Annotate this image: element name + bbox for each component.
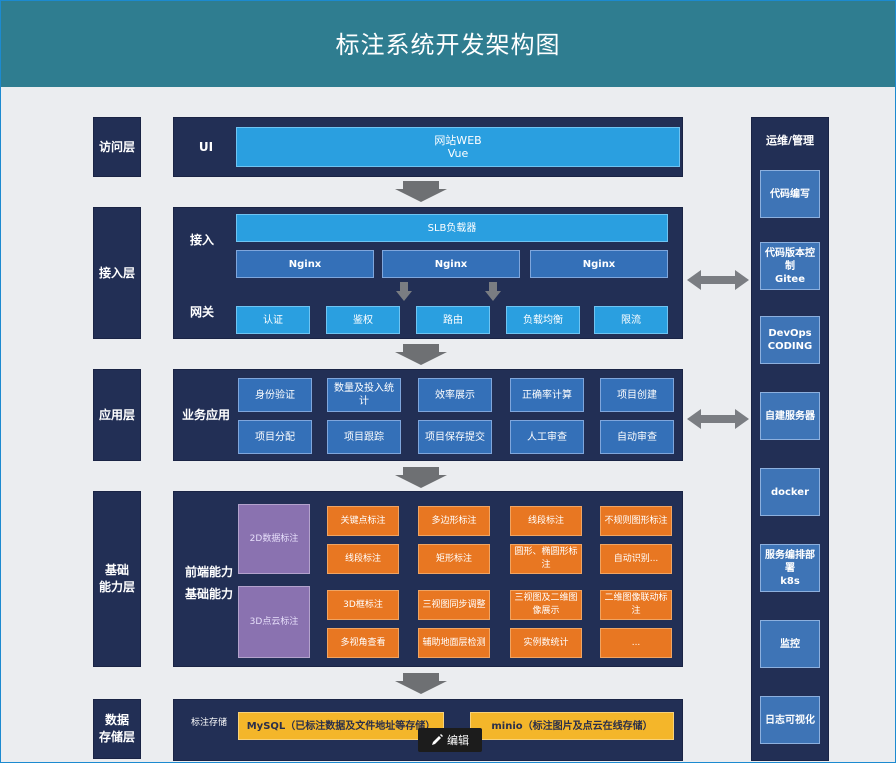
pencil-icon xyxy=(432,734,443,745)
layer-application-label: 应用层 xyxy=(98,407,135,422)
layer-storage-label: 数据 存储层 xyxy=(98,713,135,744)
base-cell: 圆形、椭圆形标注 xyxy=(510,544,582,574)
title-bar: 标注系统开发架构图 xyxy=(1,1,895,87)
base-cell: 自动识别... xyxy=(600,544,672,574)
web-site-box: 网站WEB Vue xyxy=(236,127,680,167)
double-arrow-icon xyxy=(687,270,749,290)
base-cell: 实例数统计 xyxy=(510,628,582,658)
access-label: 接入 xyxy=(189,232,214,247)
layer-base-box: 基础 能力层 xyxy=(93,491,141,667)
base-cap-label: 基础能力 xyxy=(184,586,233,601)
small-down-arrow-icon xyxy=(396,282,412,301)
gateway-label: 网关 xyxy=(189,304,214,319)
storage-panel: 标注存储 MySQL（已标注数据及文件地址等存储） minio（标注图片及点云在… xyxy=(173,699,683,761)
ops-item: 代码编写 xyxy=(760,170,820,218)
ops-item: 自建服务器 xyxy=(760,392,820,440)
base-cell: 辅助地面层检测 xyxy=(418,628,490,658)
minio-box: minio（标注图片及点云在线存储） xyxy=(470,712,674,740)
app-cell: 项目保存提交 xyxy=(418,420,492,454)
gw-auth-box: 认证 xyxy=(236,306,310,334)
base-panel: 2D数据标注 3D点云标注 前端能力 基础能力 关键点标注 多边形标注 线段标注… xyxy=(173,491,683,667)
base-cell: 线段标注 xyxy=(327,544,399,574)
app-cell: 数量及投入统计 xyxy=(327,378,401,412)
app-cell: 效率展示 xyxy=(418,378,492,412)
app-cell: 项目跟踪 xyxy=(327,420,401,454)
edit-button[interactable]: 编辑 xyxy=(418,728,482,752)
down-arrow-icon xyxy=(395,181,447,202)
base-cell: ... xyxy=(600,628,672,658)
app-cell: 正确率计算 xyxy=(510,378,584,412)
app-cell: 自动审查 xyxy=(600,420,674,454)
down-arrow-icon xyxy=(395,673,447,694)
gw-ratelimit-box: 限流 xyxy=(594,306,668,334)
ops-item: 代码版本控制 Gitee xyxy=(760,242,820,290)
base-cell: 二维图像联动标注 xyxy=(600,590,672,620)
nginx-box-3: Nginx xyxy=(530,250,668,278)
base-cell: 三视图同步调整 xyxy=(418,590,490,620)
gateway-panel: 接入 网关 SLB负载器 Nginx Nginx Nginx 认证 鉴权 路由 … xyxy=(173,207,683,339)
layer-gateway-label: 接入层 xyxy=(98,265,135,280)
layer-storage-box: 数据 存储层 xyxy=(93,699,141,759)
ops-item: DevOps CODING xyxy=(760,316,820,364)
access-panel: UI 网站WEB Vue xyxy=(173,117,683,177)
ui-label: UI xyxy=(198,139,214,154)
nginx-box-2: Nginx xyxy=(382,250,520,278)
base-cell: 3D框标注 xyxy=(327,590,399,620)
purple-3d-box: 3D点云标注 xyxy=(238,586,310,658)
page-title: 标注系统开发架构图 xyxy=(335,31,561,59)
layer-gateway-box: 接入层 xyxy=(93,207,141,339)
gw-authz-box: 鉴权 xyxy=(326,306,400,334)
layer-access-box: 访问层 xyxy=(93,117,141,177)
business-app-label: 业务应用 xyxy=(181,407,230,422)
base-cell: 不规则图形标注 xyxy=(600,506,672,536)
storage-label: 标注存储 xyxy=(190,717,227,728)
slb-box: SLB负载器 xyxy=(236,214,668,242)
gw-lb-box: 负载均衡 xyxy=(506,306,580,334)
frontend-cap-label: 前端能力 xyxy=(184,564,233,579)
down-arrow-icon xyxy=(395,467,447,488)
layer-access-label: 访问层 xyxy=(98,139,135,154)
base-cell: 三视图及二维图像展示 xyxy=(510,590,582,620)
base-cell: 多边形标注 xyxy=(418,506,490,536)
layer-application-box: 应用层 xyxy=(93,369,141,461)
small-down-arrow-icon xyxy=(485,282,501,301)
ops-item: docker xyxy=(760,468,820,516)
ops-item: 监控 xyxy=(760,620,820,668)
ops-title: 运维/管理 xyxy=(765,133,815,147)
base-cell: 多视角查看 xyxy=(327,628,399,658)
double-arrow-icon xyxy=(687,409,749,429)
app-cell: 项目分配 xyxy=(238,420,312,454)
mysql-box: MySQL（已标注数据及文件地址等存储） xyxy=(238,712,444,740)
application-panel: 业务应用 身份验证 数量及投入统计 效率展示 正确率计算 项目创建 项目分配 项… xyxy=(173,369,683,461)
edit-button-label: 编辑 xyxy=(447,734,469,747)
purple-2d-box: 2D数据标注 xyxy=(238,504,310,574)
down-arrow-icon xyxy=(395,344,447,365)
ops-panel: 运维/管理 代码编写 代码版本控制 Gitee DevOps CODING 自建… xyxy=(751,117,829,761)
app-cell: 人工审查 xyxy=(510,420,584,454)
ops-item: 服务编排部署 k8s xyxy=(760,544,820,592)
app-cell: 项目创建 xyxy=(600,378,674,412)
nginx-box-1: Nginx xyxy=(236,250,374,278)
app-cell: 身份验证 xyxy=(238,378,312,412)
layer-base-label: 基础 能力层 xyxy=(98,563,135,594)
base-cell: 矩形标注 xyxy=(418,544,490,574)
gw-route-box: 路由 xyxy=(416,306,490,334)
base-cell: 线段标注 xyxy=(510,506,582,536)
ops-item: 日志可视化 xyxy=(760,696,820,744)
base-cell: 关键点标注 xyxy=(327,506,399,536)
